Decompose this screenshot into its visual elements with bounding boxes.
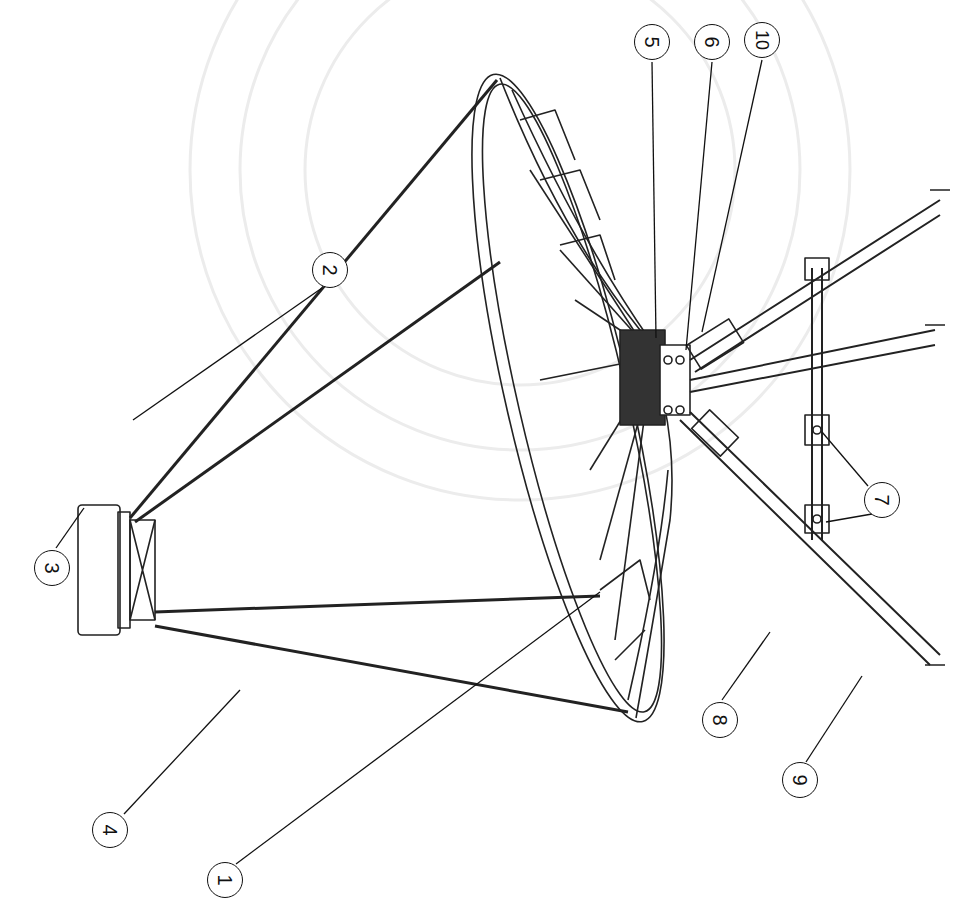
leader-lines <box>56 60 872 864</box>
watermark-seal <box>190 0 850 500</box>
callout-number: 3 <box>34 550 70 586</box>
callout-number: 8 <box>702 702 738 738</box>
callout-number: 7 <box>864 482 900 518</box>
callout-number: 2 <box>312 252 348 288</box>
callout-number: 9 <box>782 762 818 798</box>
callout-number: 4 <box>92 812 128 848</box>
callout-number: 10 <box>744 22 780 58</box>
callout-number: 6 <box>694 24 730 60</box>
callout-number: 1 <box>207 862 243 898</box>
callout-number: 5 <box>634 24 670 60</box>
